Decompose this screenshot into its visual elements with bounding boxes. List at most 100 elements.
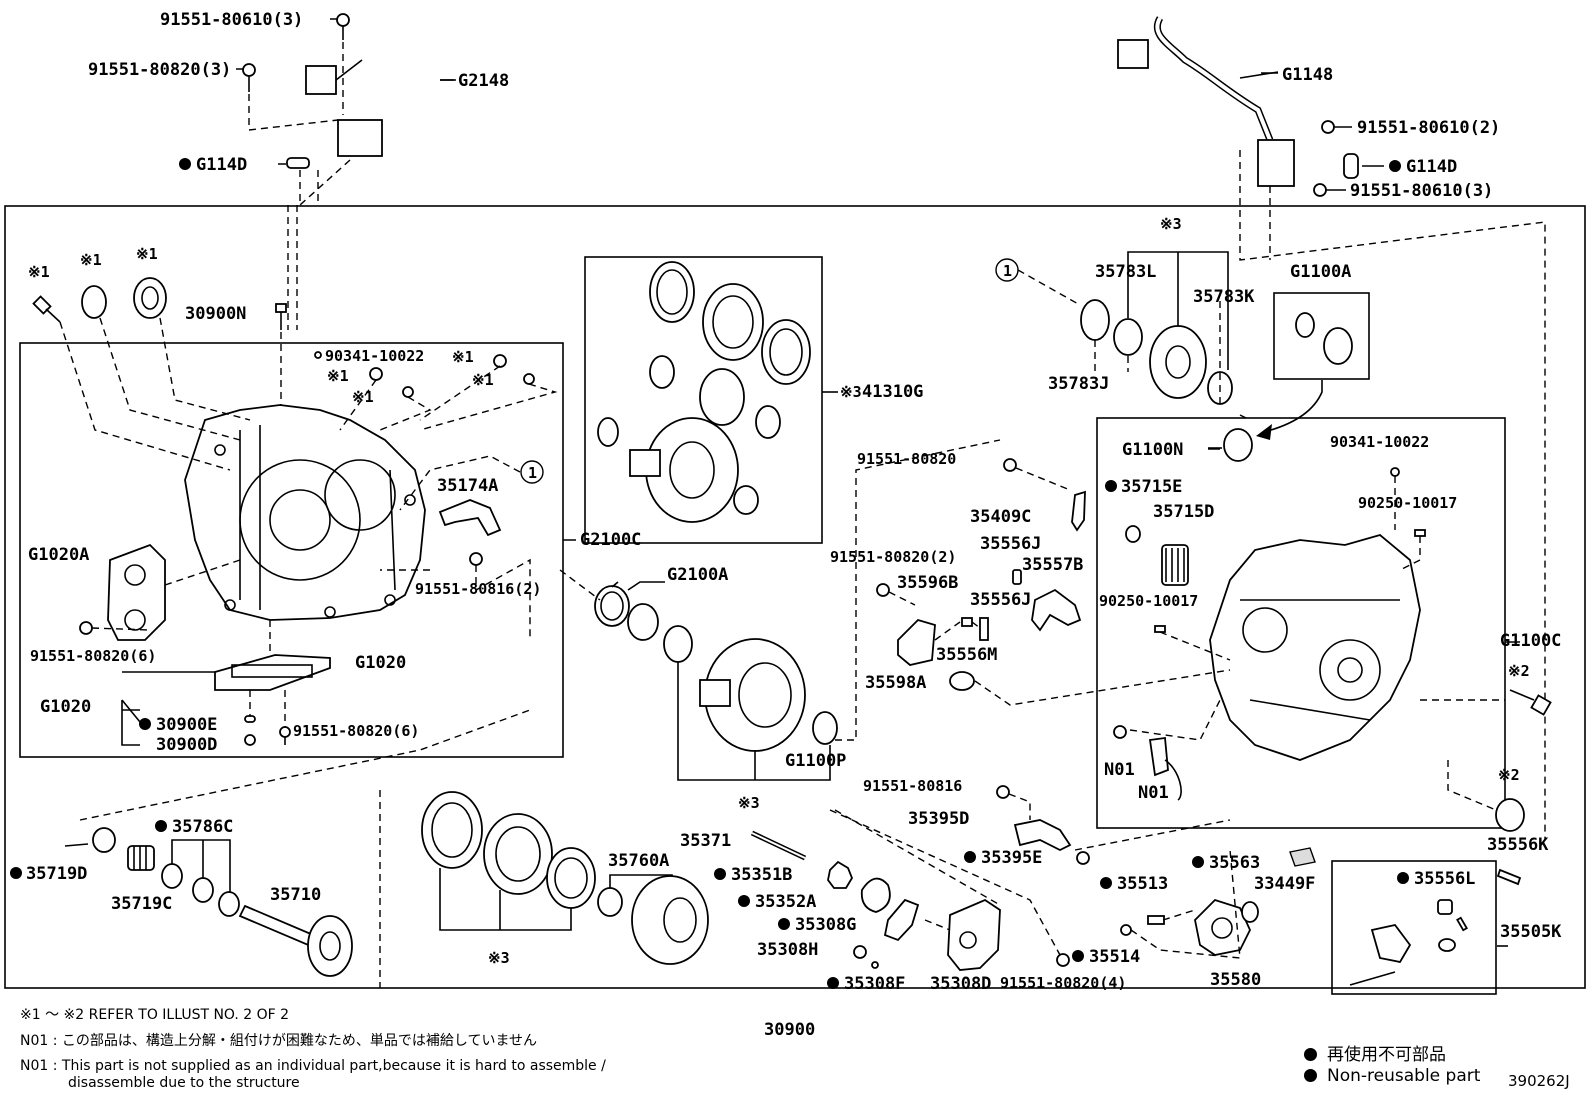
legend-en-text: Non-reusable part <box>1327 1066 1481 1086</box>
label-g2100a: G2100A <box>667 565 728 585</box>
label-ref1-g: ※1 <box>352 388 374 406</box>
label-35580: 35580 <box>1210 970 1261 990</box>
label-35556k: 35556K <box>1487 835 1549 855</box>
non-reusable-dot <box>1100 877 1112 889</box>
label-35351b: 35351B <box>731 865 792 885</box>
label-ref3-d: ※3 <box>488 949 510 967</box>
non-reusable-dot <box>738 895 750 907</box>
label-35783j: 35783J <box>1048 374 1109 394</box>
label-35563: 35563 <box>1209 853 1260 873</box>
label-30900e: 30900E <box>156 715 217 735</box>
footnote-n01-en-1: N01 : This part is not supplied as an in… <box>20 1058 606 1074</box>
label-g114d-right: G114D <box>1406 157 1457 177</box>
label-30900: 30900 <box>764 1020 815 1040</box>
harness-g2148 <box>305 52 454 157</box>
legend-dot-icon <box>1304 1069 1317 1082</box>
bolt-91551-80610-c <box>1313 183 1327 197</box>
g1100c-frame <box>1096 417 1506 829</box>
bearing-35719c <box>127 845 155 871</box>
cover-g1020 <box>214 654 331 691</box>
lever-35395d <box>996 785 1090 865</box>
non-reusable-dot <box>964 851 976 863</box>
label-35596b: 35596B <box>897 573 958 593</box>
label-35556j-mid: 35556J <box>970 590 1031 610</box>
label-g1100p: G1100P <box>785 751 846 771</box>
label-ref1-b: ※1 <box>80 251 102 269</box>
label-g2100c: G2100C <box>580 530 641 550</box>
label-91551-80820-2: 91551-80820(2) <box>830 548 956 566</box>
label-90250-10017-mid: 90250-10017 <box>1099 592 1198 610</box>
label-35409c: 35409C <box>970 507 1031 527</box>
label-35395e: 35395E <box>981 848 1042 868</box>
legend-jp-text: 再使用不可部品 <box>1327 1045 1446 1065</box>
label-g1020-right: G1020 <box>355 653 406 673</box>
label-33449f: 33449F <box>1254 874 1315 894</box>
label-90250-10017-top: 90250-10017 <box>1358 494 1457 512</box>
transaxle-housing-left <box>184 404 426 621</box>
differential-kit-41310g <box>597 261 811 523</box>
bolt-ref1-a <box>32 295 61 323</box>
gear-35351b <box>827 860 854 889</box>
illustration-code: 390262J <box>1508 1072 1570 1090</box>
bolt-91551-80610-b <box>1321 120 1335 134</box>
seal-ref2 <box>1495 798 1525 832</box>
label-g1100n: G1100N <box>1122 440 1183 460</box>
g2100c-frame <box>19 342 564 758</box>
label-ref3-b: ※3 <box>738 794 760 812</box>
label-35715e: 35715E <box>1121 477 1182 497</box>
label-35557b: 35557B <box>1022 555 1083 575</box>
plug-35719d <box>92 827 116 853</box>
non-reusable-dot <box>179 158 191 170</box>
footnote-refer: ※1 ～ ※2 REFER TO ILLUST NO. 2 OF 2 <box>20 1007 290 1023</box>
plate-35409c <box>1071 490 1086 532</box>
label-g1100a: G1100A <box>1290 262 1351 282</box>
seal-g114d-left <box>286 157 310 169</box>
label-g1020a: G1020A <box>28 545 89 565</box>
label-91551-80610-3: 91551-80610(3) <box>160 10 303 30</box>
label-91551-80820-6-left: 91551-80820(6) <box>30 647 156 665</box>
shift-sensor-35505k <box>1349 899 1468 986</box>
label-ref3-c: ※3 <box>1160 215 1182 233</box>
label-35352a: 35352A <box>755 892 816 912</box>
plate-35352a <box>860 877 891 913</box>
label-g2148: G2148 <box>458 71 509 91</box>
label-ref1-f: ※1 <box>472 371 494 389</box>
non-reusable-dot <box>827 977 839 989</box>
main-frame <box>4 205 1586 989</box>
label-ref1-e: ※1 <box>327 367 349 385</box>
label-n01-a: N01 <box>1104 760 1135 780</box>
label-35174a: 35174A <box>437 476 498 496</box>
bearing-ref1 <box>133 277 167 319</box>
seal-ref1-a <box>81 285 107 319</box>
non-reusable-dot <box>714 868 726 880</box>
pad-33449f <box>1289 847 1316 867</box>
label-41310g: 41310G <box>862 382 923 402</box>
gear-35760a <box>631 875 709 965</box>
label-35308h: 35308H <box>757 940 818 960</box>
sensor-n01 <box>1113 725 1182 801</box>
footnote-n01-en-2: disassemble due to the structure <box>68 1075 300 1091</box>
label-ref1-c: ※1 <box>136 245 158 263</box>
bracket-35308d <box>947 898 1001 971</box>
label-circle-1a: 1 <box>528 464 537 482</box>
label-g1100c: G1100C <box>1500 631 1561 651</box>
label-91551-80820-4: 91551-80820(4) <box>1000 974 1126 992</box>
label-35371: 35371 <box>680 831 731 851</box>
label-ref3-a: ※3 <box>840 383 862 401</box>
legend-en: Non-reusable part <box>1304 1066 1480 1086</box>
label-35513: 35513 <box>1117 874 1168 894</box>
label-91551-80820: 91551-80820 <box>857 450 956 468</box>
transaxle-housing-right <box>1209 534 1421 761</box>
non-reusable-dot <box>1105 480 1117 492</box>
bearing-ref3 <box>483 813 553 895</box>
label-35308d: 35308D <box>930 974 991 994</box>
bolt-ref2 <box>1509 689 1552 716</box>
label-35308f: 35308F <box>844 974 905 994</box>
gear-ref3 <box>1149 325 1207 399</box>
label-90341-10022-left: 90341-10022 <box>325 347 424 365</box>
label-g1148: G1148 <box>1282 65 1333 85</box>
label-n01-b: N01 <box>1138 783 1169 803</box>
non-reusable-dot <box>139 718 151 730</box>
label-35783l: 35783L <box>1095 262 1156 282</box>
